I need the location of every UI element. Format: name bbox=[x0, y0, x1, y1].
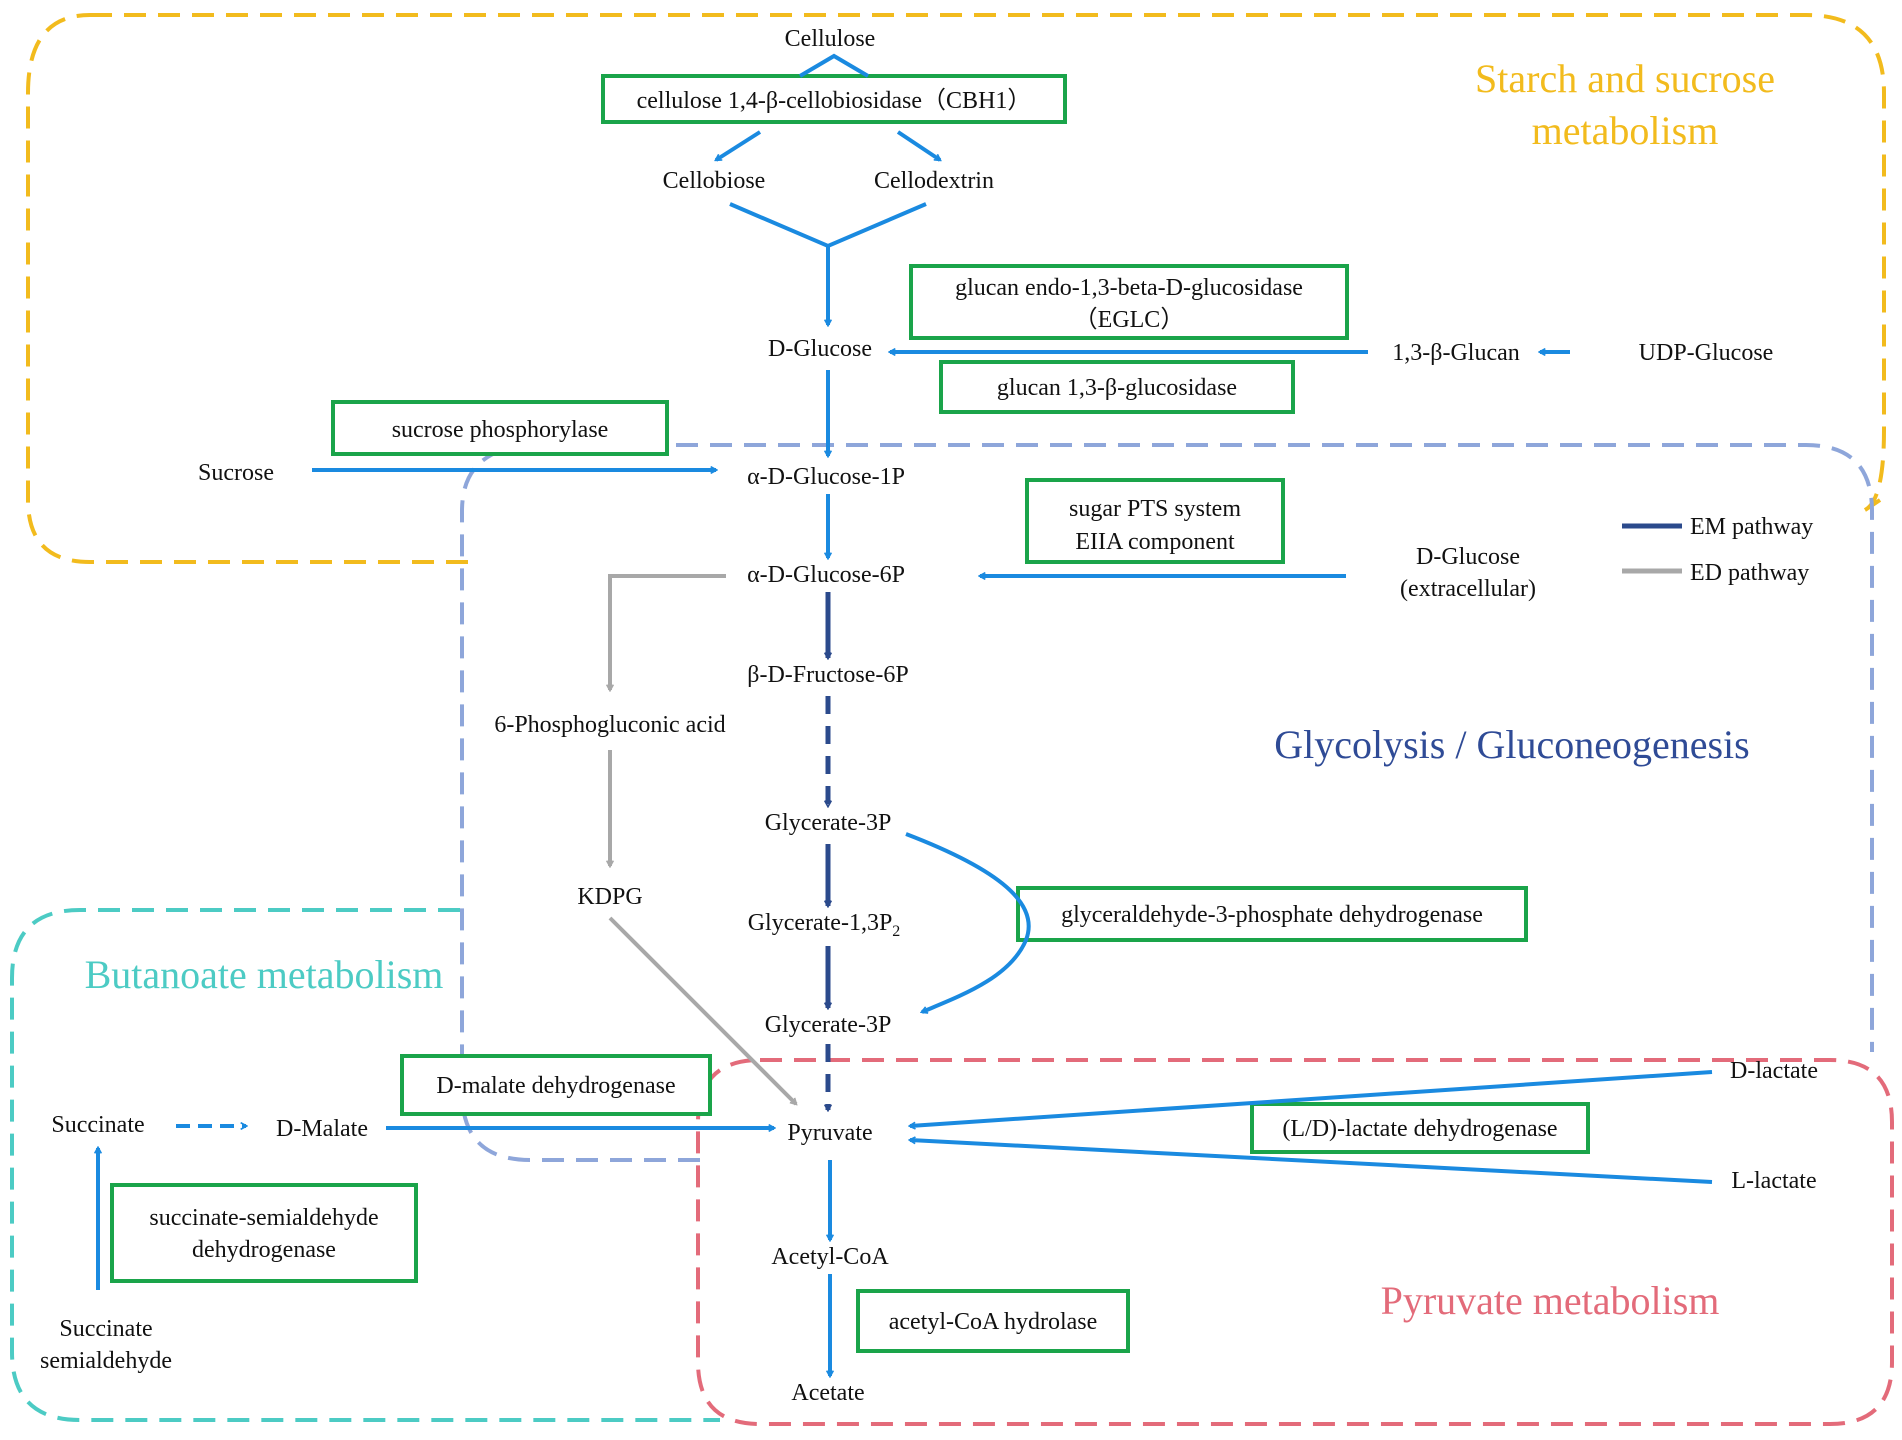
ed-kdpg-to-pyruvate bbox=[608, 916, 796, 1104]
glycerate-3p-label-b: Glycerate-3P bbox=[765, 1012, 892, 1038]
glucan-13-box bbox=[939, 360, 1295, 414]
g6p-label: α-D-Glucose-6P bbox=[747, 562, 905, 588]
pyruvate-region-title: Pyruvate metabolism bbox=[1381, 1278, 1720, 1323]
l-lactate-label: L-lactate bbox=[1731, 1168, 1816, 1194]
acetyl-coa-label: Acetyl-CoA bbox=[771, 1244, 889, 1270]
glucan-label: 1,3-β-Glucan bbox=[1392, 340, 1520, 366]
succinate-semialdehyde-label-2: semialdehyde bbox=[40, 1348, 172, 1374]
butanoate-region-title: Butanoate metabolism bbox=[85, 952, 444, 997]
gapdh-box bbox=[1016, 886, 1528, 942]
merge-line bbox=[729, 202, 927, 249]
ldh-box bbox=[1250, 1102, 1590, 1154]
butanoate-region-outline bbox=[10, 908, 720, 1422]
arrow-d-lactate-to-pyruvate bbox=[910, 1070, 1713, 1126]
pyruvate-region-outline bbox=[696, 1058, 1894, 1426]
d-malate-dh-label: D-malate dehydrogenase bbox=[436, 1073, 675, 1099]
pts-label-1: sugar PTS system bbox=[1069, 496, 1241, 522]
cellulose-caret bbox=[798, 53, 870, 78]
extracellular-glucose-label-2: (extracellular) bbox=[1400, 576, 1536, 602]
d-lactate-label: D-lactate bbox=[1730, 1058, 1818, 1084]
ssadh-label-2: dehydrogenase bbox=[192, 1237, 336, 1263]
glycerate-13p2-subscript: 2 bbox=[892, 923, 900, 940]
pts-label-2: EIIA component bbox=[1075, 529, 1235, 555]
starch-region-title: Starch and sucrose bbox=[1475, 56, 1775, 101]
sucrose-phosphorylase-box bbox=[331, 400, 669, 456]
eglc-box bbox=[909, 264, 1349, 340]
succinate-label: Succinate bbox=[51, 1112, 144, 1138]
glycerate-3p-label-a: Glycerate-3P bbox=[765, 810, 892, 836]
arrow-l-lactate-to-pyruvate bbox=[910, 1140, 1713, 1184]
acetyl-hydrolase-box bbox=[856, 1289, 1130, 1353]
cbh1-label: cellulose 1,4-β-cellobiosidase（CBH1） bbox=[637, 88, 1032, 114]
phosphogluconic-label: 6-Phosphogluconic acid bbox=[494, 712, 725, 738]
d-malate-label: D-Malate bbox=[276, 1116, 368, 1142]
arrow-to-cellobiose bbox=[716, 130, 762, 162]
gapdh-label: glyceraldehyde-3-phosphate dehydrogenase bbox=[1061, 902, 1483, 928]
eglc-label-2: （EGLC） bbox=[1074, 307, 1185, 333]
acetyl-hydrolase-label: acetyl-CoA hydrolase bbox=[889, 1309, 1098, 1335]
d-glucose-label: D-Glucose bbox=[768, 336, 872, 362]
ssadh-label-1: succinate-semialdehyde bbox=[149, 1205, 378, 1231]
legend-em-label: EM pathway bbox=[1690, 514, 1813, 540]
cbh1-box bbox=[601, 74, 1067, 124]
ldh-label: (L/D)-lactate dehydrogenase bbox=[1282, 1116, 1557, 1142]
ssadh-box bbox=[110, 1183, 418, 1283]
glucan-13-label: glucan 1,3-β-glucosidase bbox=[997, 375, 1237, 401]
udp-glucose-label: UDP-Glucose bbox=[1639, 340, 1774, 366]
ed-g6p-to-6pg bbox=[610, 574, 726, 690]
glycerate-13p2-label: Glycerate-1,3P2 bbox=[748, 910, 901, 940]
g1p-label: α-D-Glucose-1P bbox=[747, 464, 905, 490]
eglc-label-1: glucan endo-1,3-beta-D-glucosidase bbox=[955, 275, 1303, 301]
acetate-label: Acetate bbox=[791, 1380, 864, 1406]
arrow-to-cellodextrin bbox=[896, 130, 940, 162]
starch-region-title-line2: metabolism bbox=[1532, 108, 1719, 153]
kdpg-label: KDPG bbox=[577, 884, 642, 910]
d-malate-dh-box bbox=[400, 1054, 712, 1116]
cellobiose-label: Cellobiose bbox=[663, 168, 766, 194]
pyruvate-label: Pyruvate bbox=[787, 1120, 872, 1146]
pts-box bbox=[1025, 478, 1285, 564]
glycolysis-region-title: Glycolysis / Gluconeogenesis bbox=[1274, 722, 1750, 767]
cellodextrin-label: Cellodextrin bbox=[874, 168, 994, 194]
f6p-label: β-D-Fructose-6P bbox=[747, 662, 909, 688]
gapdh-bypass-curve bbox=[905, 832, 1031, 1014]
sucrose-phosphorylase-label: sucrose phosphorylase bbox=[392, 417, 609, 443]
sucrose-label: Sucrose bbox=[198, 460, 274, 486]
legend-ed-label: ED pathway bbox=[1690, 560, 1809, 586]
extracellular-glucose-label-1: D-Glucose bbox=[1416, 544, 1520, 570]
succinate-semialdehyde-label-1: Succinate bbox=[59, 1316, 152, 1342]
cellulose-label: Cellulose bbox=[785, 26, 876, 52]
